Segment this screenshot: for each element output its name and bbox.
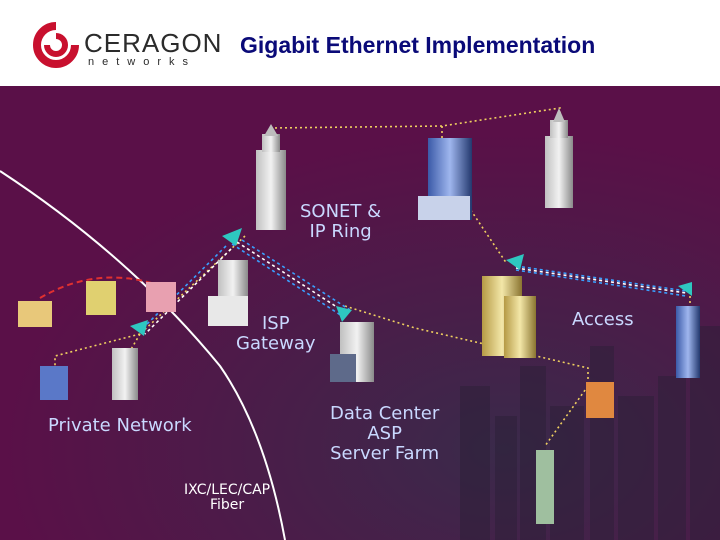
antenna-dish-icons <box>130 228 692 336</box>
background <box>0 86 720 540</box>
tower-building-icon <box>545 108 573 208</box>
diagram-canvas <box>0 86 720 540</box>
wireless-links <box>139 239 687 335</box>
private-link <box>39 276 156 299</box>
logo-tagline: networks <box>88 56 197 68</box>
access-hub-building-icon <box>482 276 536 358</box>
network-diagram: SONET & IP Ring ISP Gateway Access Priva… <box>0 86 720 540</box>
data-center-building-icon <box>330 322 374 382</box>
logo-wordmark: CERAGON <box>84 28 223 58</box>
sonet-ring-label: SONET & IP Ring <box>300 201 382 242</box>
data-center-label: Data Center ASP Server Farm <box>330 403 440 464</box>
fiber-label: IXC/LEC/CAP Fiber <box>184 482 271 514</box>
ceragon-logo: CERAGON networks <box>30 20 221 70</box>
isp-gateway-label: ISP Gateway <box>236 313 316 354</box>
slide-header: CERAGON networks Gigabit Ethernet Implem… <box>0 0 720 86</box>
small-building-icon <box>18 281 700 524</box>
private-network-label: Private Network <box>48 415 192 436</box>
tower-building-icon <box>256 124 286 230</box>
access-label: Access <box>572 309 634 330</box>
isp-gateway-building-icon <box>208 260 248 326</box>
office-building-icon <box>418 138 472 220</box>
fiber-path <box>0 170 286 540</box>
page-title: Gigabit Ethernet Implementation <box>240 32 596 58</box>
ceragon-logo-mark-icon <box>33 22 79 68</box>
